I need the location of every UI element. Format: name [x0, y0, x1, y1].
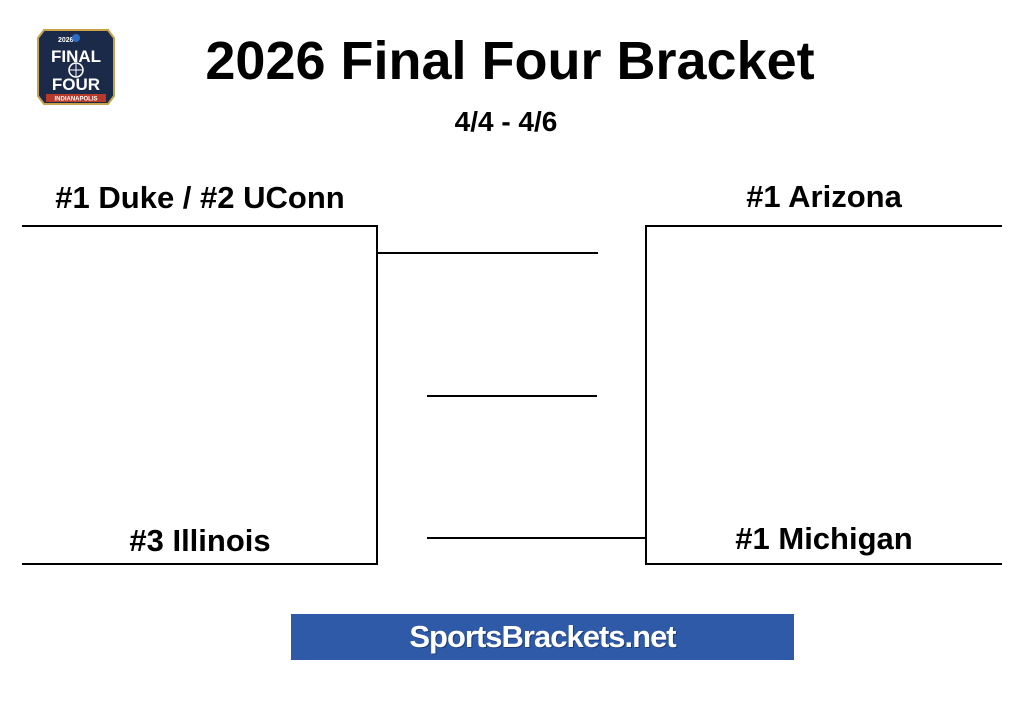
logo-city-text: INDIANAPOLIS [54, 97, 97, 103]
right-top-team-label: #1 Arizona [746, 179, 902, 214]
right-bottom-team-label: #1 Michigan [735, 521, 913, 556]
sportsbrackets-banner[interactable]: SportsBrackets.net [291, 614, 794, 660]
right-semifinal-bracket-lines [645, 225, 1002, 565]
champion-line [427, 395, 597, 397]
logo-year-text: 2026 [58, 37, 74, 44]
left-semifinal-bracket-lines [22, 225, 378, 565]
right-winner-line [427, 537, 646, 539]
banner-text: SportsBrackets.net [409, 619, 676, 654]
left-bottom-team-label: #3 Illinois [129, 523, 271, 558]
final-four-logo-icon: 2026 FINAL FOUR INDIANAPOLIS [37, 29, 115, 105]
left-winner-line [378, 252, 598, 254]
event-dates: 4/4 - 4/6 [454, 106, 558, 137]
left-top-team-label: #1 Duke / #2 UConn [55, 180, 345, 215]
logo-four-text: FOUR [52, 75, 100, 94]
logo-final-text: FINAL [51, 47, 101, 66]
page-title: 2026 Final Four Bracket [205, 31, 815, 91]
